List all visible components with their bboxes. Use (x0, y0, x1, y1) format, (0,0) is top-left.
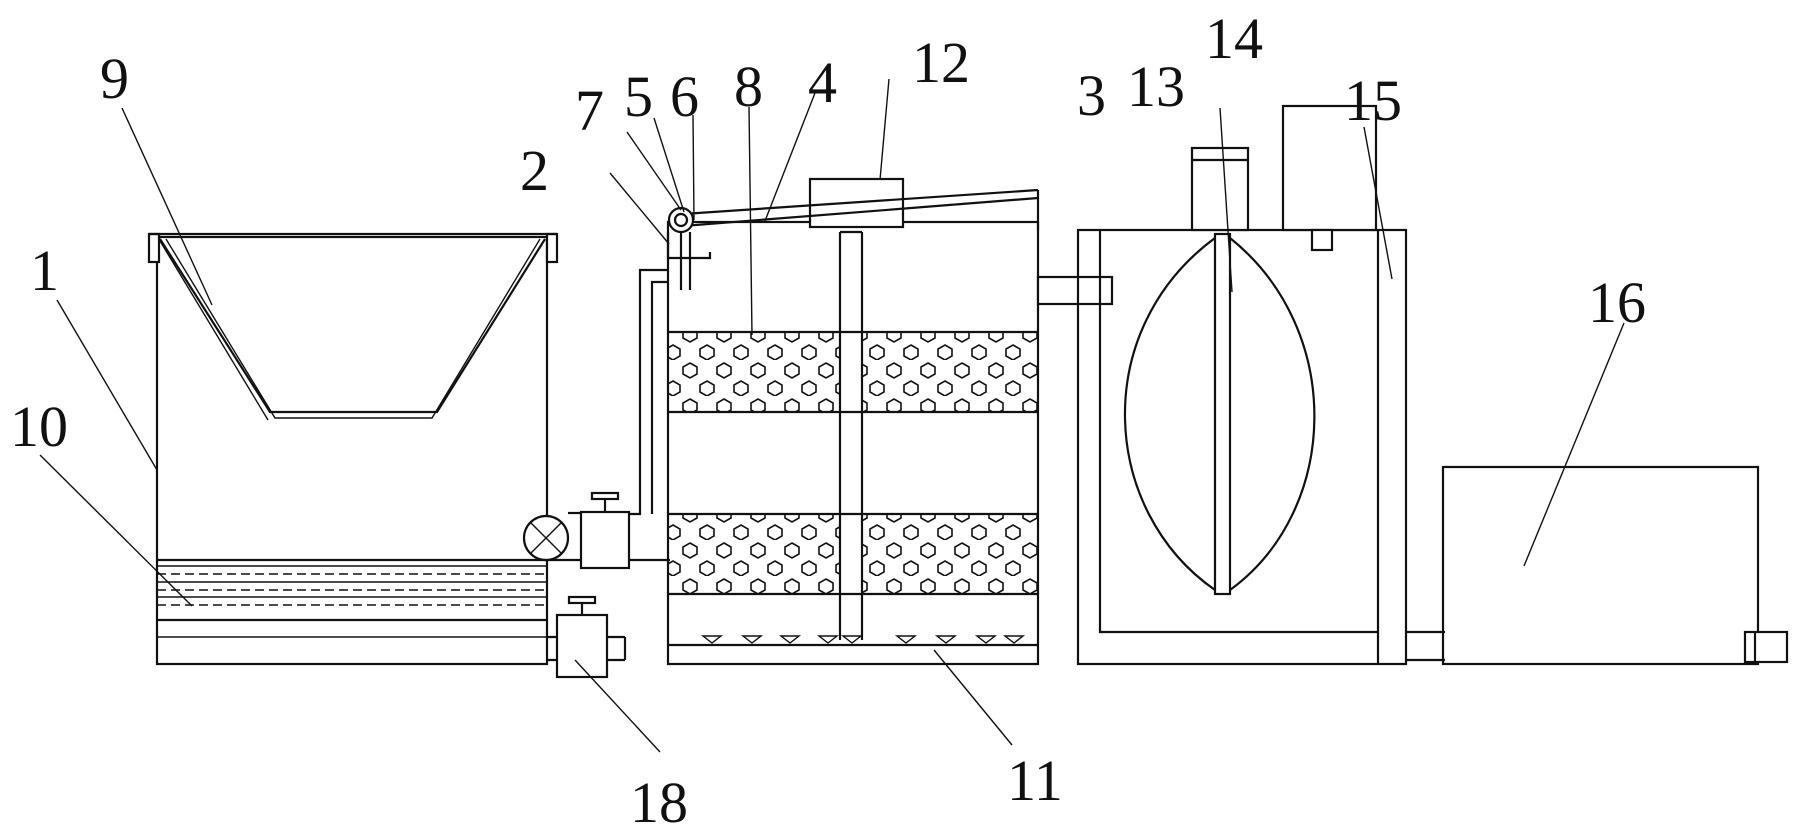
label-9: 9 (100, 46, 129, 111)
leader-18 (574, 659, 661, 753)
pivot-wheel-5 (667, 206, 695, 234)
label-11: 11 (1007, 748, 1063, 813)
lever-arm-4 (682, 188, 1040, 230)
aerator-nozzles (700, 635, 1026, 644)
packing-layer-upper (668, 330, 1038, 414)
packed-column (666, 220, 1040, 666)
aerator-nozzle (700, 635, 724, 644)
leader-4 (764, 92, 816, 222)
label-16: 16 (1588, 270, 1646, 335)
label-7: 7 (575, 78, 604, 143)
aerator-nozzle (816, 635, 840, 644)
label-12: 12 (912, 30, 970, 95)
bracket-2-6-7 (666, 232, 712, 290)
label-1: 1 (30, 238, 59, 303)
funnel-hopper-9 (159, 238, 546, 421)
leader-5 (653, 117, 685, 213)
outlet-pipe (1406, 630, 1445, 662)
motor-14 (1190, 146, 1250, 232)
outlet-valve-18 (547, 595, 627, 679)
leader-2 (609, 172, 670, 245)
pump-valve (579, 510, 631, 570)
aerator-nozzle (740, 635, 764, 644)
leader-15 (1363, 126, 1393, 280)
label-14: 14 (1205, 6, 1263, 71)
label-4: 4 (808, 50, 837, 115)
top-housing (1281, 104, 1378, 252)
reference-labels: 9 1 10 2 7 5 6 8 4 12 3 13 14 15 16 11 1… (10, 6, 1646, 835)
label-8: 8 (734, 54, 763, 119)
aerator-nozzle (778, 635, 802, 644)
leader-1 (56, 299, 158, 471)
packing-layer-lower (668, 512, 1038, 596)
leader-13 (1219, 107, 1233, 293)
label-2: 2 (520, 138, 549, 203)
leader-8 (748, 106, 753, 336)
leader-6 (692, 114, 695, 221)
label-15: 15 (1344, 68, 1402, 133)
aerator-nozzle (1002, 635, 1026, 644)
aerator-nozzle (934, 635, 958, 644)
leader-7 (626, 131, 682, 211)
liquid-layer-10 (157, 558, 547, 638)
leader-11 (933, 649, 1013, 746)
aerator-plate-11 (668, 635, 1038, 647)
aerator-nozzle (840, 635, 864, 644)
leader-12 (879, 78, 890, 181)
label-13: 13 (1127, 54, 1185, 119)
label-18: 18 (630, 770, 688, 835)
agitator-shaft-13 (1213, 232, 1232, 596)
tank-16 (1441, 465, 1789, 666)
reactor-3 (1076, 228, 1408, 666)
leader-lines (39, 78, 1625, 753)
transfer-pipe (522, 268, 670, 570)
label-5: 5 (624, 64, 653, 129)
aerator-nozzle (974, 635, 998, 644)
label-6: 6 (670, 64, 699, 129)
leader-16 (1523, 322, 1625, 567)
aerator-nozzle (894, 635, 918, 644)
leader-10 (39, 454, 193, 607)
tank-1 (147, 232, 559, 666)
leader-9 (121, 107, 213, 306)
label-10: 10 (10, 394, 68, 459)
label-3: 3 (1077, 63, 1106, 128)
